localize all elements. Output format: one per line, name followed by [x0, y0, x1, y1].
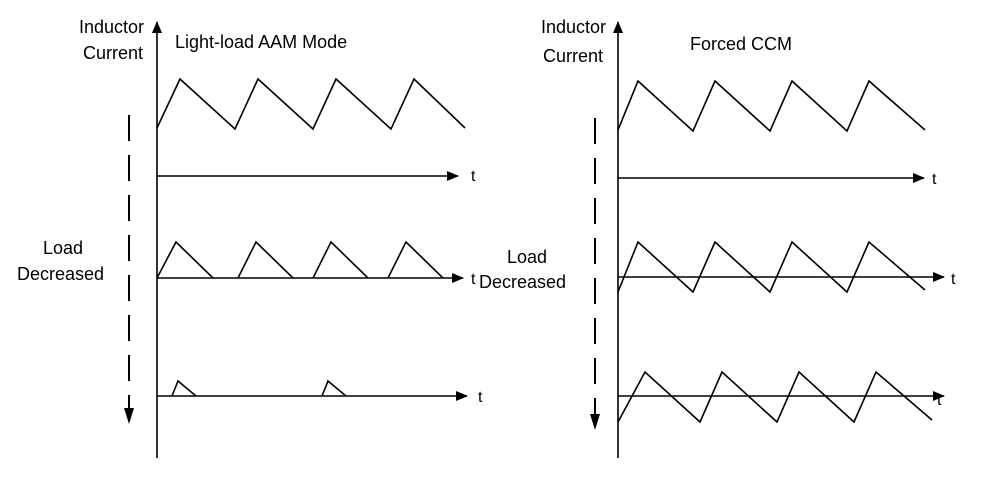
left-t-label-3: t [478, 389, 483, 406]
right-load-arrowhead [590, 414, 600, 430]
left-waveform-2d [387, 240, 444, 279]
right-side-label-line2: Decreased [479, 272, 566, 292]
right-y-label-line2: Current [543, 46, 603, 66]
right-t-label-3: t [937, 392, 942, 409]
left-load-arrowhead [124, 408, 134, 424]
right-waveform-3 [617, 370, 933, 424]
left-t-label-2: t [471, 271, 476, 288]
left-waveform-2c [312, 240, 369, 279]
left-waveform-1 [156, 77, 466, 131]
left-waveform-3b [321, 379, 347, 397]
left-y-label-line2: Current [83, 43, 143, 63]
left-waveform-2b [237, 240, 294, 279]
right-t-label-1: t [932, 171, 937, 188]
left-panel: Inductor Current Light-load AAM Mode Loa… [17, 17, 483, 458]
left-y-label-line1: Inductor [79, 17, 144, 37]
right-waveform-1 [617, 79, 926, 133]
right-y-label-line1: Inductor [541, 17, 606, 37]
right-side-label-line1: Load [507, 247, 547, 267]
right-t-label-2: t [951, 271, 956, 288]
left-side-label-line2: Decreased [17, 264, 104, 284]
right-panel-title: Forced CCM [690, 34, 792, 54]
left-side-label-line1: Load [43, 238, 83, 258]
left-panel-title: Light-load AAM Mode [175, 32, 347, 52]
left-t-label-1: t [471, 168, 476, 185]
left-waveform-2a [156, 240, 214, 279]
left-waveform-3a [171, 379, 197, 397]
right-panel: Inductor Current Forced CCM Load Decreas… [479, 17, 956, 458]
right-waveform-2 [617, 240, 926, 294]
